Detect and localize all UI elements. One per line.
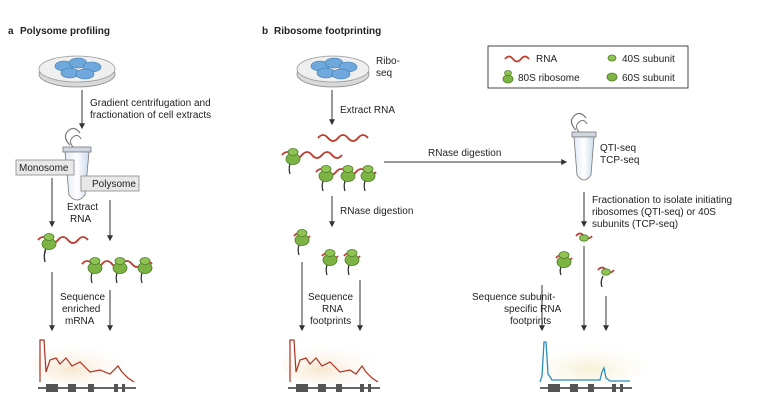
legend-box (487, 45, 689, 89)
sequence-footprints-line-2: RNA (322, 304, 343, 315)
rnase-digestion-top-label: RNase digestion (428, 148, 501, 159)
sequence-enriched-line-1: Sequence (60, 292, 105, 303)
panel-a: a Polysome profiling Gradient centrifuga… (8, 26, 211, 392)
gradient-step-line-1: Gradient centrifugation and (90, 98, 211, 109)
tcp-seq-label: TCP-seq (600, 155, 639, 166)
legend-80s-label: 80S ribosome (518, 73, 580, 84)
extract-rna-line-1: Extract (67, 202, 98, 213)
legend-40s-label: 40S subunit (622, 54, 675, 65)
monosome-box (15, 159, 75, 176)
gene-model-c (540, 384, 632, 392)
riboseq-line-2: seq (376, 68, 392, 79)
polysome-mrna (81, 257, 153, 284)
cell-culture-dish-icon (38, 55, 116, 88)
gradient-step-line-2: fractionation of cell extracts (90, 110, 211, 121)
centrifuge-tube-icon-b (570, 112, 597, 181)
legend-60s-icon (606, 72, 618, 82)
extract-rna-line-2: RNA (70, 214, 91, 225)
fractionation-line-3: subunits (TCP-seq) (592, 219, 678, 230)
sequence-enriched-line-3: mRNA (65, 316, 95, 327)
panel-a-letter: a (8, 26, 14, 37)
read-profile-b (282, 339, 379, 385)
legend-80s-icon (502, 70, 514, 84)
subunit-seq-line-1: Sequence subunit- (472, 292, 555, 303)
extracted-rna-group (281, 134, 377, 192)
subunit-seq-line-3: footprints (510, 316, 551, 327)
gene-model-b (288, 384, 380, 392)
polysome-box (80, 175, 140, 192)
legend: RNA 40S subunit 80S ribosome 60S subunit (487, 45, 689, 89)
fractionation-line-2: ribosomes (QTI-seq) or 40S (592, 207, 716, 218)
monosome-label: Monosome (19, 163, 69, 174)
legend-rna-icon (504, 55, 530, 63)
sequence-footprints-line-1: Sequence (308, 292, 353, 303)
read-profile-a (32, 339, 135, 385)
extract-rna-label: Extract RNA (340, 105, 395, 116)
legend-40s-icon (607, 54, 617, 62)
sequence-enriched-line-2: enriched (62, 304, 100, 315)
polysome-label: Polysome (92, 179, 136, 190)
sequence-footprints-line-3: footprints (310, 316, 351, 327)
riboseq-line-1: Ribo- (376, 56, 400, 67)
monosome-mrna (37, 233, 89, 263)
subunit-seq-line-2: specific RNA (504, 304, 562, 315)
legend-rna-label: RNA (536, 54, 557, 65)
panel-a-title: Polysome profiling (20, 26, 110, 37)
read-profile-c (534, 341, 646, 385)
initiating-subunits-group (555, 232, 615, 288)
cell-culture-dish-icon-b (296, 55, 370, 88)
panel-b-letter: b (262, 26, 268, 37)
gene-model-a (38, 384, 136, 392)
rna-footprints-group (293, 229, 361, 276)
panel-b: b Ribosome footprinting Ribo- seq Extrac… (262, 26, 732, 392)
panel-b-title: Ribosome footprinting (274, 26, 381, 37)
qti-seq-label: QTI-seq (600, 143, 636, 154)
fractionation-line-1: Fractionation to isolate initiating (592, 195, 732, 206)
rnase-digestion-mid-label: RNase digestion (340, 206, 413, 217)
legend-60s-label: 60S subunit (622, 73, 675, 84)
